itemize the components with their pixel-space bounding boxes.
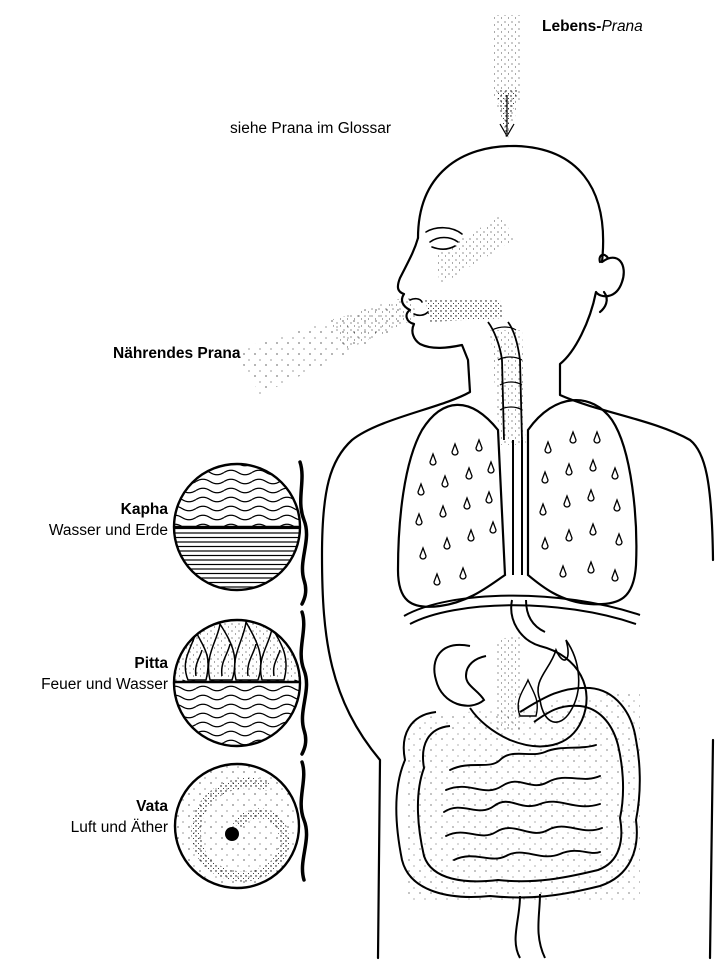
mouth-shading bbox=[425, 300, 504, 322]
glossar-note: siehe Prana im Glossar bbox=[230, 119, 391, 139]
lebens-prana-italic: Prana bbox=[601, 18, 642, 35]
pitta-elements: Feuer und Wasser bbox=[41, 675, 168, 695]
vata-name: Vata bbox=[136, 797, 168, 817]
face-shading bbox=[435, 215, 514, 285]
liver bbox=[434, 645, 486, 706]
vata-circle bbox=[175, 764, 299, 888]
vata-elements: Luft und Äther bbox=[71, 818, 168, 838]
kapha-name: Kapha bbox=[121, 500, 168, 520]
naehrendes-prana-stream bbox=[235, 296, 420, 395]
naehrendes-prana-label: Nährendes Prana bbox=[113, 344, 241, 364]
lebens-prana-stream bbox=[492, 15, 522, 138]
pitta-circle bbox=[170, 618, 310, 750]
lebens-prana-label: Lebens-Prana bbox=[542, 17, 643, 37]
pitta-name: Pitta bbox=[134, 654, 168, 674]
kapha-circle bbox=[170, 462, 310, 593]
lebens-prana-bold: Lebens- bbox=[542, 18, 601, 35]
diaphragm bbox=[404, 596, 640, 624]
kapha-elements: Wasser und Erde bbox=[49, 521, 168, 541]
intestine-stipple bbox=[405, 690, 640, 900]
